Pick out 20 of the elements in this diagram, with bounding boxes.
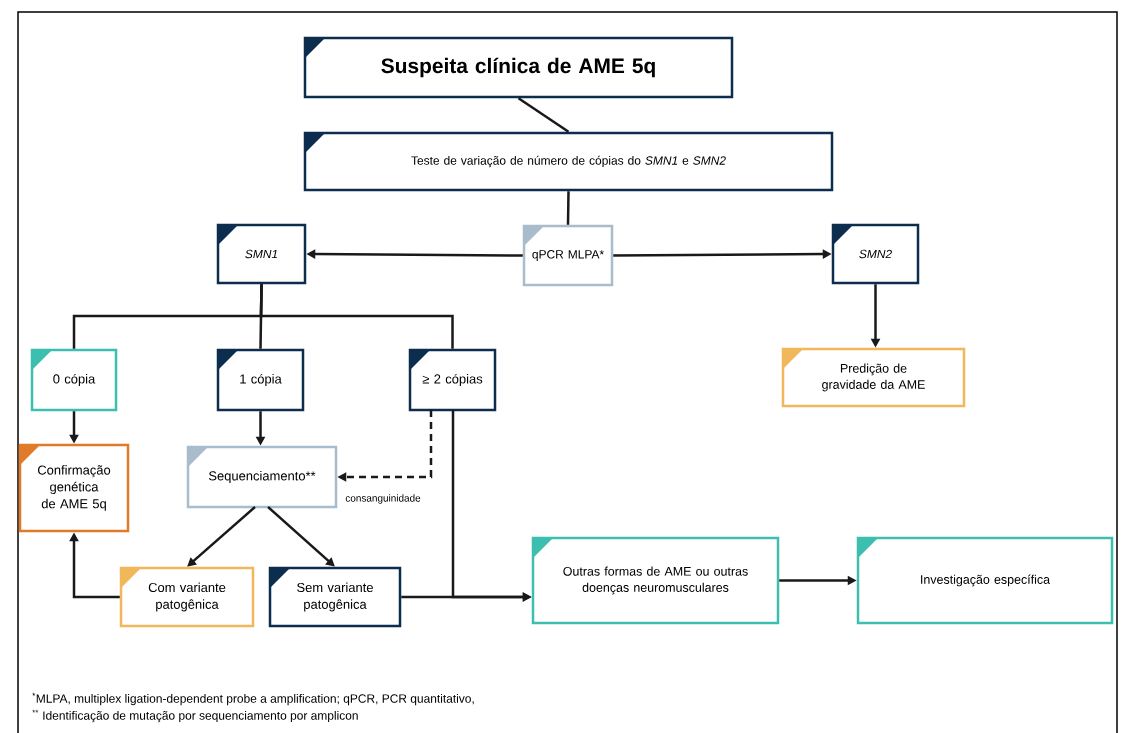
flow-box: Predição de gravidade da AME (781, 347, 966, 408)
arrow (267, 506, 335, 567)
flow-box: Sequenciamento** (186, 445, 338, 509)
flow-box: 0 cópia (30, 348, 118, 412)
flow-box: Com variante patogênica (119, 566, 255, 628)
flow-box: Confirmação genética de AME 5q (18, 443, 130, 533)
flow-box: SMN2 (831, 223, 920, 285)
footnote: $^{*}$MLPA, multiplex ligation-dependent probe a amplification; qPCR, PCR quantitativo, (32, 692, 474, 706)
flow-box: 1 cópia (216, 348, 305, 412)
flow-box: Sem variante patogênica (268, 566, 402, 628)
flow-box: Outras formas de AME ou outras doenças neuromusculares (531, 536, 780, 625)
arrow (187, 506, 256, 567)
flow-box: qPCR MLPA* (522, 224, 614, 287)
flow-box: Teste de variação de número de cópias do SMN1 e SMN2 (303, 131, 834, 192)
edge-label: consanguinidade (344, 493, 422, 505)
flow-box: SMN1 (216, 223, 307, 285)
flow-box: ≥ 2 cópias (408, 348, 497, 412)
flow-box: Investigação específica (856, 536, 1114, 625)
footnote: $^{**}$ Identificação de mutação por sequenciamento por amplicon (32, 709, 358, 723)
flow-box: Suspeita clínica de AME 5q (303, 36, 734, 99)
